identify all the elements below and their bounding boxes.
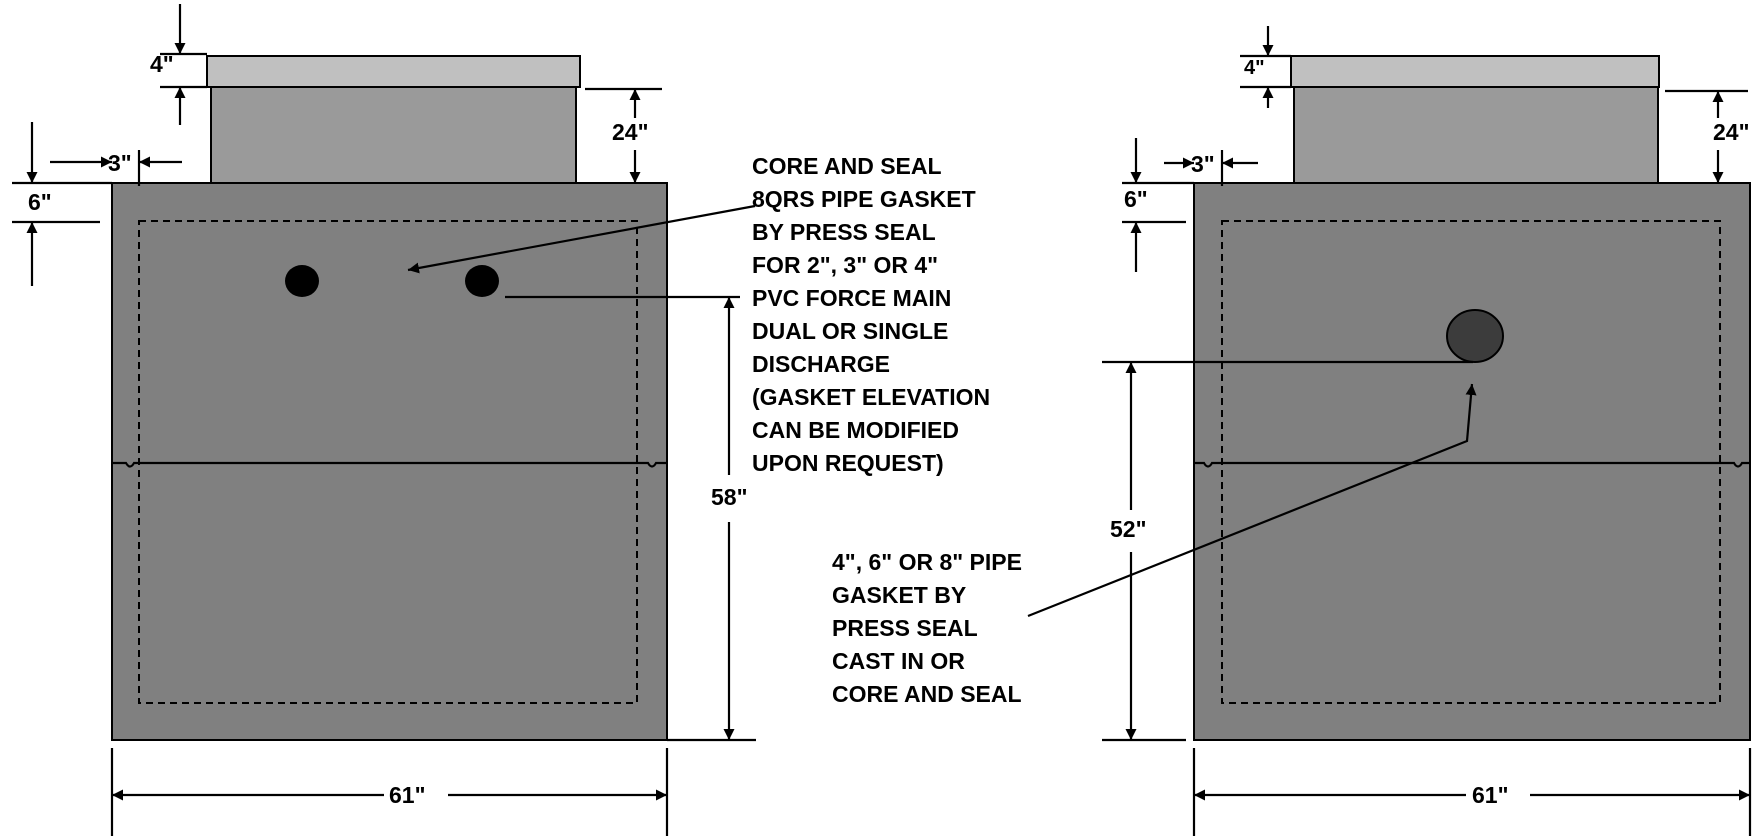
left-tank-view: 4" 24" 3" 6" 58" 61" [12, 4, 756, 836]
left-riser-height-label: 4" [150, 51, 174, 77]
note-line: CAST IN OR [832, 648, 965, 674]
note-line: 8QRS PIPE GASKET [752, 186, 976, 212]
note-line: BY PRESS SEAL [752, 219, 936, 245]
note-line: DUAL OR SINGLE [752, 318, 948, 344]
right-inlet-hole [1446, 309, 1504, 363]
note-line: DISCHARGE [752, 351, 890, 377]
left-gasket-elevation-label: 58" [711, 484, 748, 510]
note-line: UPON REQUEST) [752, 450, 944, 476]
left-tank-body [111, 182, 668, 741]
right-wall-thickness-label: 3" [1191, 151, 1215, 177]
left-wall-thickness-label: 3" [108, 150, 132, 176]
right-riser-to-lid-label: 24" [1713, 119, 1750, 145]
note-line: CORE AND SEAL [832, 681, 1022, 707]
left-width-label: 61" [389, 782, 426, 808]
right-width-label: 61" [1472, 782, 1509, 808]
note-line: PRESS SEAL [832, 615, 978, 641]
right-joint-line [1194, 461, 1750, 468]
right-gasket-elevation-label: 52" [1110, 516, 1147, 542]
note-line: FOR 2", 3" OR 4" [752, 252, 938, 278]
left-lid [206, 55, 581, 88]
left-joint-line [112, 461, 667, 468]
note-line: PVC FORCE MAIN [752, 285, 951, 311]
note-line: GASKET BY [832, 582, 966, 608]
right-tank-body [1193, 182, 1751, 741]
note-line: (GASKET ELEVATION [752, 384, 990, 410]
left-gasket-hole-1 [285, 265, 319, 297]
left-riser [210, 86, 577, 184]
left-riser-to-lid-label: 24" [612, 119, 649, 145]
force-main-note: CORE AND SEAL 8QRS PIPE GASKET BY PRESS … [752, 153, 997, 476]
inlet-pipe-note: 4", 6" OR 8" PIPE GASKET BY PRESS SEAL C… [832, 549, 1028, 707]
note-line: 4", 6" OR 8" PIPE [832, 549, 1022, 575]
left-gasket-hole-2 [465, 265, 499, 297]
note-line: CORE AND SEAL [752, 153, 941, 179]
right-lid [1290, 55, 1660, 88]
note-line: CAN BE MODIFIED [752, 417, 959, 443]
right-top-slab-label: 6" [1124, 186, 1148, 212]
right-riser-height-label: 4" [1244, 57, 1265, 79]
left-top-slab-label: 6" [28, 189, 52, 215]
right-tank-view: 4" 24" 3" 6" 52" 61" [1027, 26, 1752, 836]
right-riser [1293, 86, 1659, 184]
